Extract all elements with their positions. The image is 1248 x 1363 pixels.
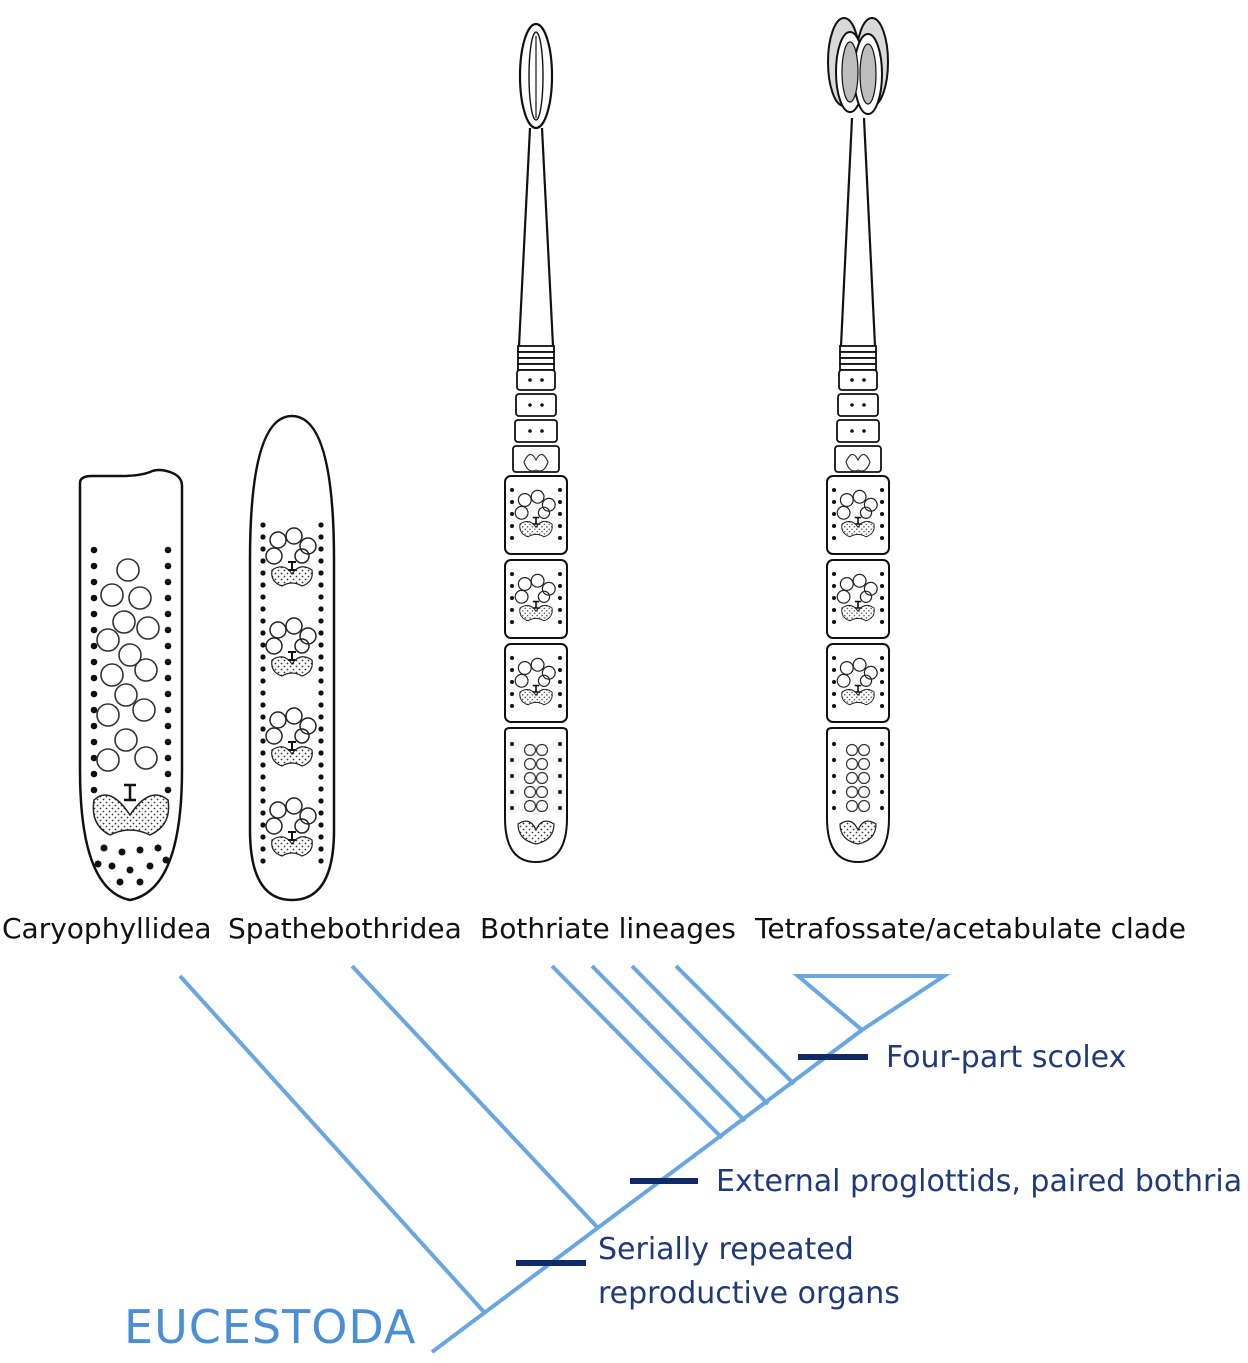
caryophyllidea-worm-icon	[78, 468, 184, 902]
branch-bothriate-2	[590, 964, 747, 1123]
clade-label-eucestoda: EUCESTODA	[124, 1300, 417, 1354]
label-spathebothridea: Spathebothridea	[228, 912, 462, 945]
trait-bars	[516, 1054, 868, 1266]
trait-label-serially-repeated-1: Serially repeated	[598, 1232, 854, 1267]
tetrafossate-triangle	[792, 974, 951, 1033]
trait-label-four-part-scolex: Four-part scolex	[886, 1040, 1127, 1075]
trait-label-external-proglottids: External proglottids, paired bothria	[716, 1164, 1243, 1199]
branch-caryophyllidea	[178, 974, 486, 1314]
spathebothridea-worm-icon	[248, 414, 336, 902]
label-bothriate-lineages: Bothriate lineages	[480, 912, 736, 945]
main-stem	[430, 1028, 864, 1354]
branch-bothriate-4	[674, 964, 796, 1086]
branch-bothriate-1	[550, 964, 724, 1140]
label-caryophyllidea: Caryophyllidea	[2, 912, 212, 945]
trait-label-serially-repeated-2: reproductive organs	[598, 1276, 900, 1311]
cladogram	[178, 964, 951, 1354]
branch-spathebothridea	[350, 964, 600, 1230]
bothriate-tapeworm-icon	[504, 22, 568, 864]
label-tetrafossate-clade: Tetrafossate/acetabulate clade	[755, 912, 1186, 945]
branch-bothriate-3	[630, 964, 770, 1106]
tetrafossate-tapeworm-icon	[826, 17, 890, 864]
